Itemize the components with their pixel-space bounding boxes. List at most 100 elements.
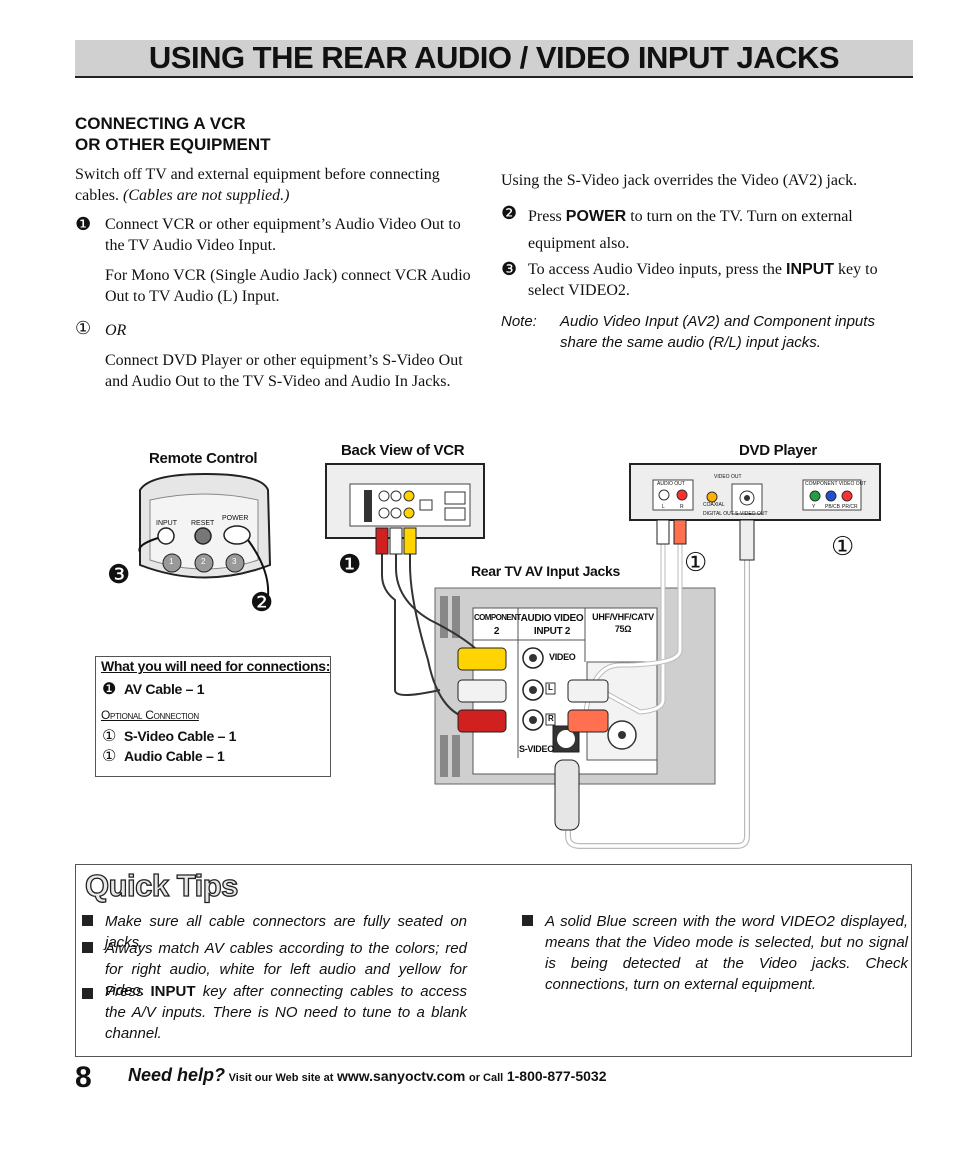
callout-step1-dvd-b: ①	[831, 532, 855, 562]
input-button-icon	[157, 527, 175, 545]
dvd-digital-out-label: DIGITAL OUT	[703, 511, 734, 517]
power-button-icon	[223, 525, 251, 545]
step1-text: Connect VCR or other equipment’s Audio V…	[105, 216, 461, 254]
dvd-pbcb-label: PB/CB	[825, 504, 841, 510]
note-text: Audio Video Input (AV2) and Component in…	[560, 313, 875, 351]
section-heading-line1: CONNECTING A VCR	[75, 114, 246, 133]
dvd-l-label: L	[662, 504, 665, 510]
dvd-audio-out-label: AUDIO OUT	[657, 481, 685, 487]
vcr-illustration	[325, 463, 485, 539]
input-key: INPUT	[786, 261, 835, 278]
tip1-bullet	[82, 915, 93, 926]
callout-step1-vcr: ❶	[338, 550, 362, 580]
connection-diagram: Remote Control Back View of VCR DVD Play…	[60, 432, 920, 862]
step3-post: key to select VIDEO2.	[528, 261, 878, 299]
remote-key-3: 3	[232, 557, 237, 566]
or-text: OR	[105, 322, 127, 339]
mono-text: For Mono VCR (Single Audio Jack) connect…	[105, 267, 471, 305]
dvd-component-out-label: COMPONENT VIDEO OUT	[805, 481, 867, 487]
remote-key-2: 2	[201, 557, 206, 566]
note-label: Note:	[501, 313, 537, 330]
step3-text: To access Audio Video inputs, press the …	[528, 259, 900, 301]
tip3-post: key after connecting cables to access th…	[105, 983, 467, 1042]
page-number: 8	[75, 1061, 92, 1094]
remote-reset-label: RESET	[191, 520, 215, 527]
step2-post: to turn on the TV. Turn on external equi…	[528, 208, 853, 252]
needs-item1-marker: ❶	[102, 679, 117, 698]
visit-text: Visit our Web site at	[228, 1072, 334, 1084]
help-line: Need help? Visit our Web site at www.san…	[128, 1065, 607, 1086]
step2-marker: ❷	[501, 203, 518, 224]
or-marker: ①	[75, 318, 92, 339]
callout-step1-dvd-a: ①	[684, 548, 708, 578]
component-number: 2	[493, 626, 500, 637]
jack-r-label: R	[548, 714, 554, 723]
phone-number: 1-800-877-5032	[506, 1068, 607, 1084]
uhf-ohm: 75Ω	[614, 624, 632, 634]
intro-italic: (Cables are not supplied.)	[122, 187, 290, 204]
section-heading-line2: OR OTHER EQUIPMENT	[75, 135, 271, 154]
jack-svideo-label: S-VIDEO	[519, 744, 554, 754]
remote-key-1: 1	[169, 557, 174, 566]
step2-text: Press POWER to turn on the TV. Turn on e…	[528, 203, 900, 257]
av-input-number: INPUT 2	[533, 626, 571, 637]
dvd-prcr-label: PR/CR	[842, 504, 858, 510]
tip3-pre: Press	[105, 983, 144, 1000]
reset-button-icon	[194, 527, 212, 545]
cable-plugs	[375, 519, 755, 831]
step1-marker: ❶	[75, 214, 92, 235]
page-title: USING THE REAR AUDIO / VIDEO INPUT JACKS	[148, 40, 840, 75]
remote-label: Remote Control	[149, 450, 258, 467]
or-call-text: or Call	[469, 1072, 504, 1084]
step3-marker: ❸	[501, 259, 518, 280]
needs-box	[95, 656, 331, 777]
remote-control-illustration	[138, 472, 272, 597]
tip3-bullet	[82, 988, 93, 999]
dvd-player-illustration	[629, 463, 881, 521]
needs-item1: AV Cable – 1	[124, 681, 205, 697]
av-input-label: AUDIO VIDEO	[520, 613, 584, 624]
step3-pre: To access Audio Video inputs, press the	[528, 261, 783, 278]
quick-tips-title: Quick Tips	[84, 867, 239, 903]
website-link[interactable]: www.sanyoctv.com	[337, 1068, 466, 1084]
dvd-video-out-label: VIDEO OUT	[714, 474, 742, 480]
tip2-text: Always match AV cables according to the …	[105, 940, 467, 999]
needs-item3-marker: ①	[102, 746, 117, 765]
remote-input-label: INPUT	[156, 520, 177, 527]
dvd-r-label: R	[680, 504, 684, 510]
component-label: COMPONENT	[474, 613, 521, 622]
needs-item2: S-Video Cable – 1	[124, 728, 237, 744]
tip1-text: Make sure all cable connectors are fully…	[105, 913, 467, 951]
vcr-label: Back View of VCR	[341, 442, 465, 459]
callout-step2: ❷	[250, 588, 274, 618]
tip4-bullet	[522, 915, 533, 926]
tip2-bullet	[82, 942, 93, 953]
quick-tips-box	[75, 864, 912, 1057]
tip3-text: Press INPUT key after connecting cables …	[105, 981, 467, 1044]
diagram-svg	[138, 463, 881, 849]
step2-pre: Press	[528, 208, 562, 225]
tip3-input-key: INPUT	[150, 983, 196, 1000]
dvd-svideo-out-label: S-VIDEO OUT	[735, 511, 768, 517]
optional-connection-label: Optional Connection	[101, 708, 199, 722]
dvd-label: DVD Player	[739, 442, 817, 459]
jack-video-label: VIDEO	[549, 652, 576, 662]
remote-power-label: POWER	[222, 515, 249, 522]
intro-paragraph: Switch off TV and external equipment bef…	[75, 164, 473, 206]
needs-title: What you will need for connections:	[101, 658, 331, 674]
svideo-text: Connect DVD Player or other equipment’s …	[105, 352, 463, 390]
needs-item3: Audio Cable – 1	[124, 748, 225, 764]
override-text: Using the S-Video jack overrides the Vid…	[501, 172, 858, 189]
tip4-text: A solid Blue screen with the word VIDEO2…	[545, 913, 908, 993]
need-help-text: Need help?	[128, 1065, 226, 1085]
uhf-label: UHF/VHF/CATV	[592, 612, 654, 622]
jacks-label: Rear TV AV Input Jacks	[471, 563, 621, 579]
callout-step3: ❸	[107, 560, 131, 590]
intro-text: Switch off TV and external equipment bef…	[75, 166, 440, 204]
title-bar: USING THE REAR AUDIO / VIDEO INPUT JACKS	[75, 40, 913, 78]
dvd-coaxial-label: COAXIAL	[703, 502, 725, 508]
jack-l-label: L	[548, 683, 553, 692]
needs-item2-marker: ①	[102, 726, 117, 745]
power-key: POWER	[565, 208, 627, 225]
dvd-y-label: Y	[812, 504, 816, 510]
